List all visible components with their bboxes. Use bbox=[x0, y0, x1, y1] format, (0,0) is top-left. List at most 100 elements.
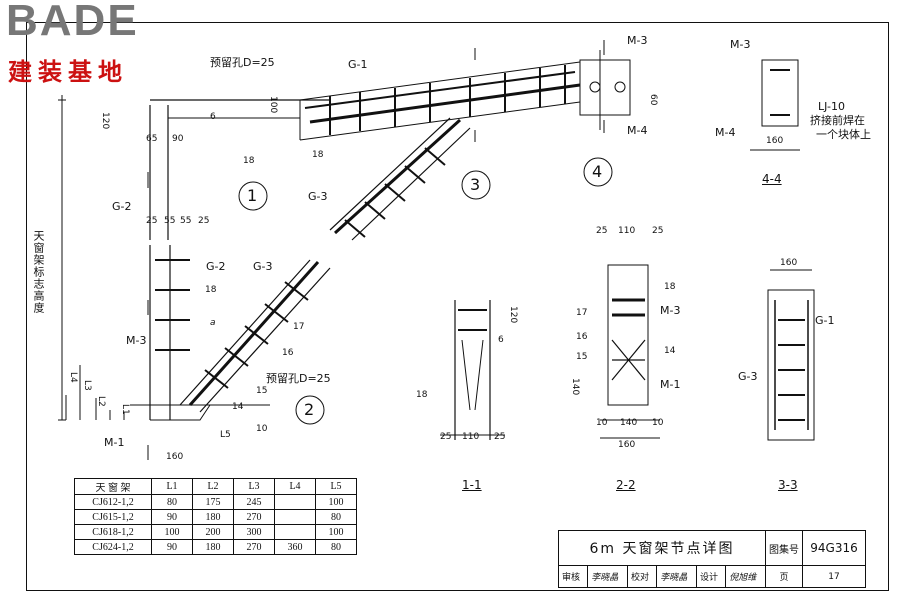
table-cell: 90 bbox=[151, 509, 193, 525]
hole-note-bottom: 预留孔D=25 bbox=[266, 372, 331, 385]
bar-mark-15: 15 bbox=[256, 386, 268, 396]
bar-mark-18-upper: 18 bbox=[243, 156, 255, 166]
member-m3: M-3 bbox=[627, 34, 648, 47]
review-label: 审核 bbox=[557, 565, 589, 588]
table-header: L3 bbox=[233, 478, 275, 495]
table-header: 天 窗 架 bbox=[74, 478, 152, 495]
dim-10-section22-b: 10 bbox=[652, 418, 664, 428]
table-row: CJ615-1,2 90 180 270 80 bbox=[74, 509, 357, 525]
table-cell bbox=[274, 494, 316, 510]
member-g3-section33: G-3 bbox=[738, 370, 758, 383]
dim-L1: L1 bbox=[120, 404, 130, 415]
member-g1-section33: G-1 bbox=[815, 314, 835, 327]
dim-L4: L4 bbox=[68, 372, 78, 383]
dim-25-section22-a: 25 bbox=[596, 226, 608, 236]
bar-mark-18-section11: 18 bbox=[416, 390, 428, 400]
table-cell: 175 bbox=[192, 494, 234, 510]
node-label-2: 2 bbox=[304, 400, 315, 419]
dim-120-section11: 120 bbox=[508, 306, 518, 324]
node-label-1: 1 bbox=[247, 186, 258, 205]
dim-90-top: 90 bbox=[172, 134, 184, 144]
dim-L2: L2 bbox=[96, 396, 106, 407]
section-label-4-4: 4-4 bbox=[762, 172, 782, 186]
vertical-height-label: 天窗架标志高度 bbox=[32, 230, 45, 314]
bar-mark-14: 14 bbox=[232, 402, 244, 412]
bar-mark-18-g1: 18 bbox=[312, 150, 324, 160]
table-header: L5 bbox=[315, 478, 357, 495]
dim-160-section22: 160 bbox=[618, 440, 636, 450]
table-cell: 180 bbox=[192, 539, 234, 555]
dim-100-g1: 100 bbox=[268, 96, 278, 114]
table-cell bbox=[274, 509, 316, 525]
table-row: CJ624-1,2 90 180 270 360 80 bbox=[74, 539, 357, 555]
dim-L5: L5 bbox=[220, 430, 231, 440]
bar-mark-14-section22: 14 bbox=[664, 346, 676, 356]
dim-10-a: 10 bbox=[256, 424, 268, 434]
table-cell: 80 bbox=[151, 494, 193, 510]
node-label-3: 3 bbox=[470, 175, 481, 194]
dim-160-section33: 160 bbox=[780, 258, 798, 268]
bar-mark-15-section22: 15 bbox=[576, 352, 588, 362]
bar-mark-16-section22: 16 bbox=[576, 332, 588, 342]
lj-note-1: 挤接前焊在 bbox=[810, 114, 865, 127]
member-g3-lower: G-3 bbox=[253, 260, 273, 273]
dim-10-section22-a: 10 bbox=[596, 418, 608, 428]
dim-25-section22-b: 25 bbox=[652, 226, 664, 236]
table-cell: 360 bbox=[274, 539, 316, 555]
bar-mark-17: 17 bbox=[293, 322, 305, 332]
member-lj10: LJ-10 bbox=[818, 100, 845, 113]
drawing-frame bbox=[26, 22, 889, 591]
review-signature: 李晓晶 bbox=[587, 565, 628, 588]
member-m3-left: M-3 bbox=[126, 334, 147, 347]
design-label: 设计 bbox=[695, 565, 727, 588]
table-cell: 80 bbox=[315, 539, 357, 555]
table-cell bbox=[274, 524, 316, 540]
atlas-number-label: 图集号 bbox=[765, 530, 803, 566]
logo-brand: BADE bbox=[6, 0, 139, 45]
bar-mark-6-section11: 6 bbox=[498, 335, 504, 345]
drawing-title: 6m 天窗架节点详图 bbox=[558, 530, 766, 566]
bar-mark-17-section22: 17 bbox=[576, 308, 588, 318]
dim-160-section44: 160 bbox=[766, 136, 784, 146]
table-cell: 300 bbox=[233, 524, 275, 540]
table-cell: 100 bbox=[315, 494, 357, 510]
dim-25-section11-b: 25 bbox=[494, 432, 506, 442]
bar-mark-18-section22: 18 bbox=[664, 282, 676, 292]
atlas-number: 94G316 bbox=[802, 530, 866, 566]
dim-60-node4: 60 bbox=[648, 94, 658, 106]
table-cell: 200 bbox=[192, 524, 234, 540]
table-header-row: 天 窗 架 L1 L2 L3 L4 L5 bbox=[74, 478, 357, 495]
dim-55-b: 55 bbox=[180, 216, 192, 226]
table-row: CJ618-1,2 100 200 300 100 bbox=[74, 524, 357, 540]
dim-25-a: 25 bbox=[146, 216, 158, 226]
table-cell: 270 bbox=[233, 539, 275, 555]
title-block: 6m 天窗架节点详图 图集号 94G316 审核 李晓晶 校对 李晓晶 设计 倪… bbox=[557, 530, 866, 588]
dim-L3: L3 bbox=[82, 380, 92, 391]
dim-110-section22: 110 bbox=[618, 226, 636, 236]
dim-110-section11: 110 bbox=[462, 432, 480, 442]
dim-65-top: 65 bbox=[146, 134, 158, 144]
table-cell: 180 bbox=[192, 509, 234, 525]
table-cell: CJ615-1,2 bbox=[74, 509, 152, 525]
section-label-2-2: 2-2 bbox=[616, 478, 636, 492]
check-label: 校对 bbox=[626, 565, 658, 588]
table-cell: 100 bbox=[315, 524, 357, 540]
section-label-3-3: 3-3 bbox=[778, 478, 798, 492]
page-label: 页 bbox=[765, 565, 803, 588]
member-g1: G-1 bbox=[348, 58, 368, 71]
member-m1-section22: M-1 bbox=[660, 378, 681, 391]
section-label-1-1: 1-1 bbox=[462, 478, 482, 492]
member-g2-upper: G-2 bbox=[112, 200, 132, 213]
page-number: 17 bbox=[802, 565, 866, 588]
table-cell: 270 bbox=[233, 509, 275, 525]
table-header: L4 bbox=[274, 478, 316, 495]
bar-mark-6: 6 bbox=[210, 112, 216, 122]
member-g3-upper: G-3 bbox=[308, 190, 328, 203]
member-m3-section22: M-3 bbox=[660, 304, 681, 317]
dim-140-vertical: 140 bbox=[570, 378, 580, 396]
dim-25-b: 25 bbox=[198, 216, 210, 226]
member-m1-left: M-1 bbox=[104, 436, 125, 449]
dim-a-angle: a bbox=[210, 318, 216, 328]
table-cell: 80 bbox=[315, 509, 357, 525]
